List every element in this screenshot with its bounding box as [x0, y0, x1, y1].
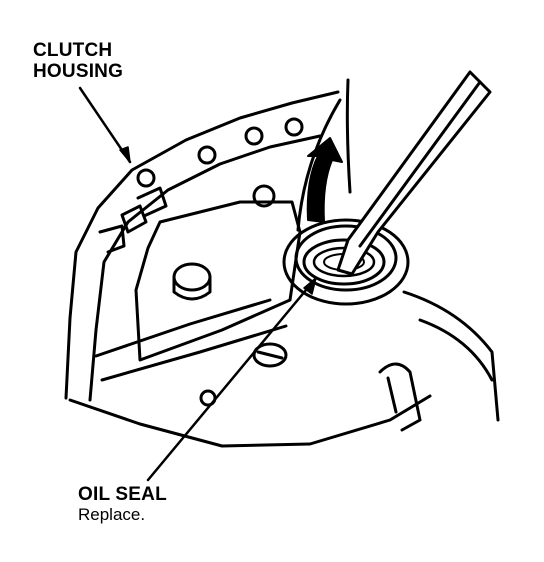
dowel-pin-slot [256, 350, 284, 360]
right-casing [402, 290, 500, 422]
oil-seal-outer [302, 238, 386, 286]
mounting-slot [120, 204, 148, 234]
flange-bolt-hole [136, 168, 156, 188]
flange-bolt-hole [197, 145, 217, 165]
screwdriver-shaft-line [358, 80, 482, 248]
lower-boss [378, 362, 422, 432]
housing-boss-side [172, 275, 212, 301]
housing-inner-flange [88, 134, 322, 402]
bearing-bore-lip [294, 224, 398, 292]
oil-seal-arrowhead [303, 277, 317, 295]
pry-direction-arrow-icon [306, 137, 343, 223]
dowel-pin [252, 342, 288, 368]
casting-rib [100, 324, 288, 382]
mounting-slot [136, 186, 168, 218]
casting-rib [94, 298, 272, 358]
clutch-housing-label: CLUTCH HOUSING [33, 40, 123, 83]
flange-bolt-hole [244, 126, 264, 146]
flange-bolt-hole [284, 117, 304, 137]
oil-seal-label-name: OIL SEAL [78, 484, 167, 505]
input-shaft [296, 98, 342, 232]
lower-housing-edge [68, 394, 432, 448]
mounting-slot [98, 224, 126, 254]
housing-outer-flange [64, 90, 340, 400]
casting-rib [134, 200, 302, 362]
housing-boss [172, 262, 212, 292]
oil-seal-label: OIL SEAL Replace. [78, 484, 167, 524]
right-casing-inner [418, 318, 494, 382]
input-shaft-edge [345, 78, 352, 194]
flange-bolt-hole [252, 184, 276, 208]
oil-seal-leader [146, 276, 318, 482]
clutch-housing-label-line2: HOUSING [33, 61, 124, 83]
oil-seal-label-instruction: Replace. [78, 505, 146, 525]
lower-boss-slot [386, 376, 398, 414]
clutch-housing-arrowhead [119, 146, 131, 163]
bearing-bore-outer [282, 218, 410, 306]
clutch-housing-label-line1: CLUTCH [33, 40, 113, 61]
